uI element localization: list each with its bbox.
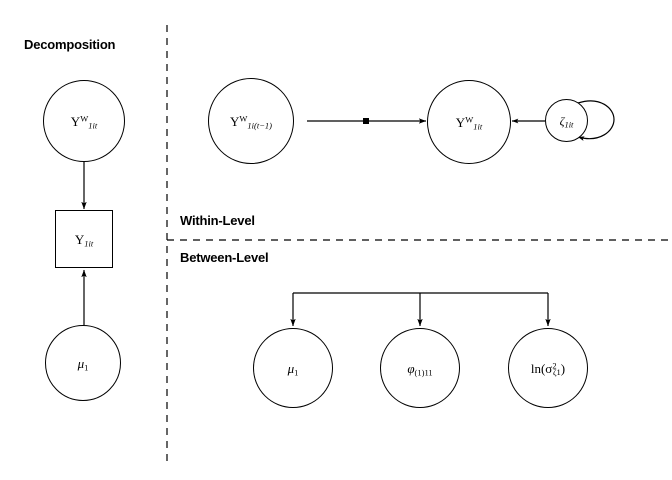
node-decomposition-mean[interactable]: μ1	[45, 325, 121, 401]
node-decomposition-observed[interactable]: Y1it	[55, 210, 113, 268]
node-between-log-residual-variance[interactable]: ln(σ2ζ1)	[508, 328, 588, 408]
node-label: YW1it	[455, 114, 483, 132]
node-within-current-latent[interactable]: YW1it	[427, 80, 511, 164]
node-label: YW1i(t−1)	[229, 113, 273, 131]
node-label: μ1	[77, 355, 89, 373]
node-within-lagged-latent[interactable]: YW1i(t−1)	[208, 78, 294, 164]
node-label: ζ1it	[559, 113, 574, 130]
between-level-bracket	[290, 292, 551, 327]
node-label: μ1	[287, 360, 299, 378]
node-label: φ(1)11	[407, 360, 433, 378]
between-level-section-title: Between-Level	[180, 250, 269, 265]
node-between-mean[interactable]: μ1	[253, 328, 333, 408]
node-within-residual[interactable]: ζ1it	[545, 99, 588, 142]
decomposition-section-title: Decomposition	[24, 37, 116, 52]
node-label: Y1it	[74, 231, 94, 249]
within-level-section-title: Within-Level	[180, 213, 255, 228]
square-path-marker-icon	[363, 118, 369, 124]
node-between-autoregression[interactable]: φ(1)11	[380, 328, 460, 408]
node-label: YW1it	[70, 113, 98, 131]
node-decomposition-latent-within[interactable]: YW1it	[43, 80, 125, 162]
node-label: ln(σ2ζ1)	[530, 360, 566, 378]
arrow-autoregression	[307, 118, 427, 124]
